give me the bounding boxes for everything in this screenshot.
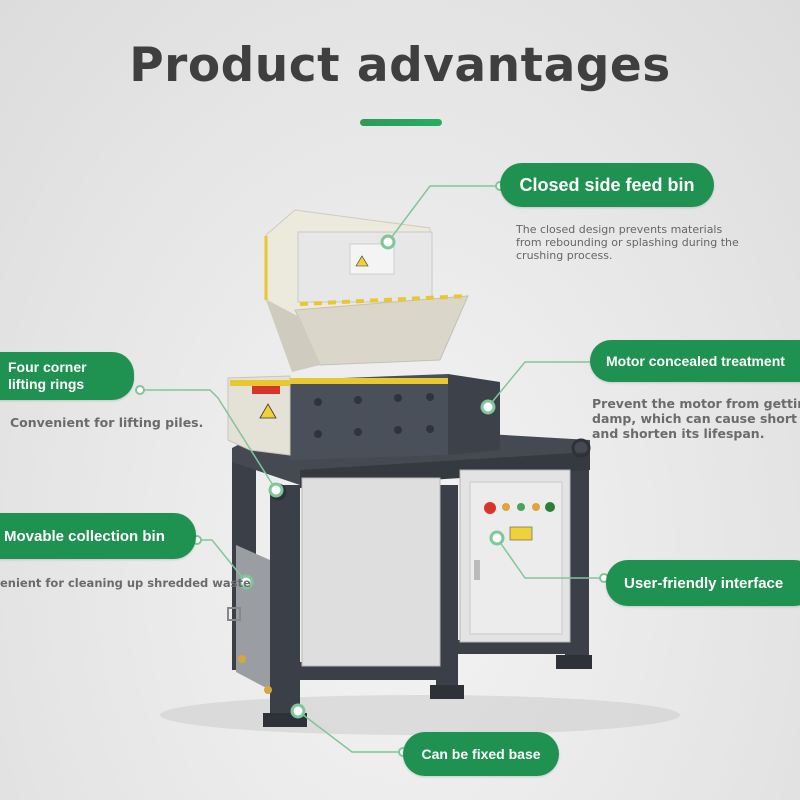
shredder-body: [290, 374, 448, 460]
marker-collection-bin: [238, 574, 254, 590]
floor-shadow: [160, 695, 680, 735]
button-red: [484, 502, 496, 514]
connector-lifting-rings: [140, 389, 277, 491]
marker-lifting-rings: [268, 482, 284, 498]
connector-interface: [496, 537, 604, 579]
collection-bin-label: Movable collection bin: [0, 513, 196, 559]
foot-middle: [430, 685, 464, 699]
marker-interface: [489, 530, 505, 546]
lifting-rings-label: Four corner lifting rings: [0, 352, 134, 400]
front-panel: [301, 477, 441, 667]
title-underline: [360, 119, 442, 126]
lifting-rings-description: Convenient for lifting piles.: [10, 415, 204, 430]
marker-base: [290, 703, 306, 719]
frame-leg-front-left: [270, 485, 300, 725]
closed-feed-bin-label: Closed side feed bin: [500, 163, 714, 207]
warning-label: [509, 526, 533, 541]
foot-right: [556, 655, 592, 669]
marker-feed-bin: [380, 234, 396, 250]
bin-handle: [227, 607, 241, 621]
motor-concealed-label: Motor concealed treatment: [590, 340, 800, 382]
user-friendly-interface-label: User-friendly interface: [606, 560, 800, 606]
marker-motor: [480, 399, 496, 415]
collection-bin-description: enient for cleaning up shredded waste: [0, 576, 251, 590]
collection-bin: [236, 545, 270, 690]
closed-feed-bin-description: The closed design prevents materials fro…: [516, 223, 739, 262]
connector-feed-bin: [387, 185, 500, 243]
motor-cover: [227, 375, 291, 456]
bottom-bar-right: [458, 640, 568, 654]
connector-base: [297, 710, 403, 753]
page-title: Product advantages: [129, 38, 671, 93]
lifting-ring-right: [571, 438, 591, 458]
motor-concealed-description: Prevent the motor from getting damp, whi…: [592, 396, 800, 441]
connector-motor: [487, 361, 596, 408]
frame-leg-front-middle: [436, 485, 458, 695]
fixed-base-label: Can be fixed base: [403, 732, 559, 776]
